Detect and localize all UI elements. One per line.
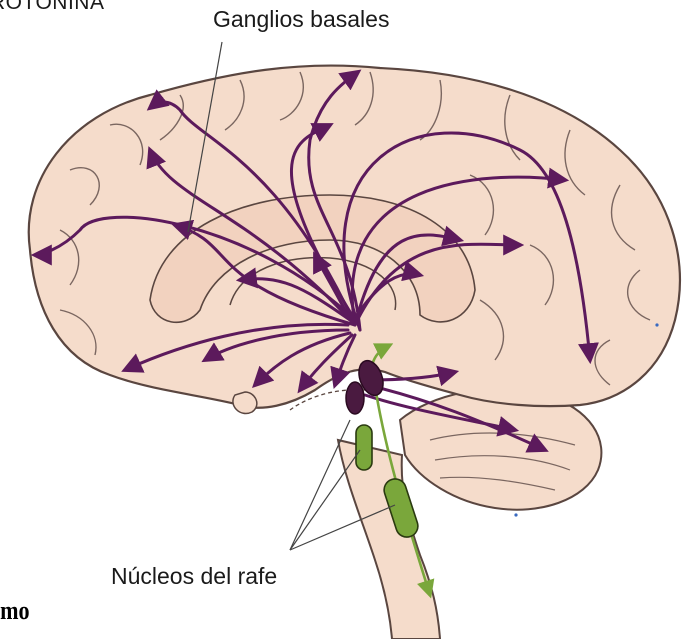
label-nucleos-del-rafe: Núcleos del rafe xyxy=(111,563,277,590)
footer-fragment: imo xyxy=(0,596,30,626)
label-ganglios-basales: Ganglios basales xyxy=(213,6,389,33)
title-fragment: ROTONINA xyxy=(0,0,104,15)
cerebellum xyxy=(400,389,601,510)
pituitary xyxy=(233,392,257,414)
